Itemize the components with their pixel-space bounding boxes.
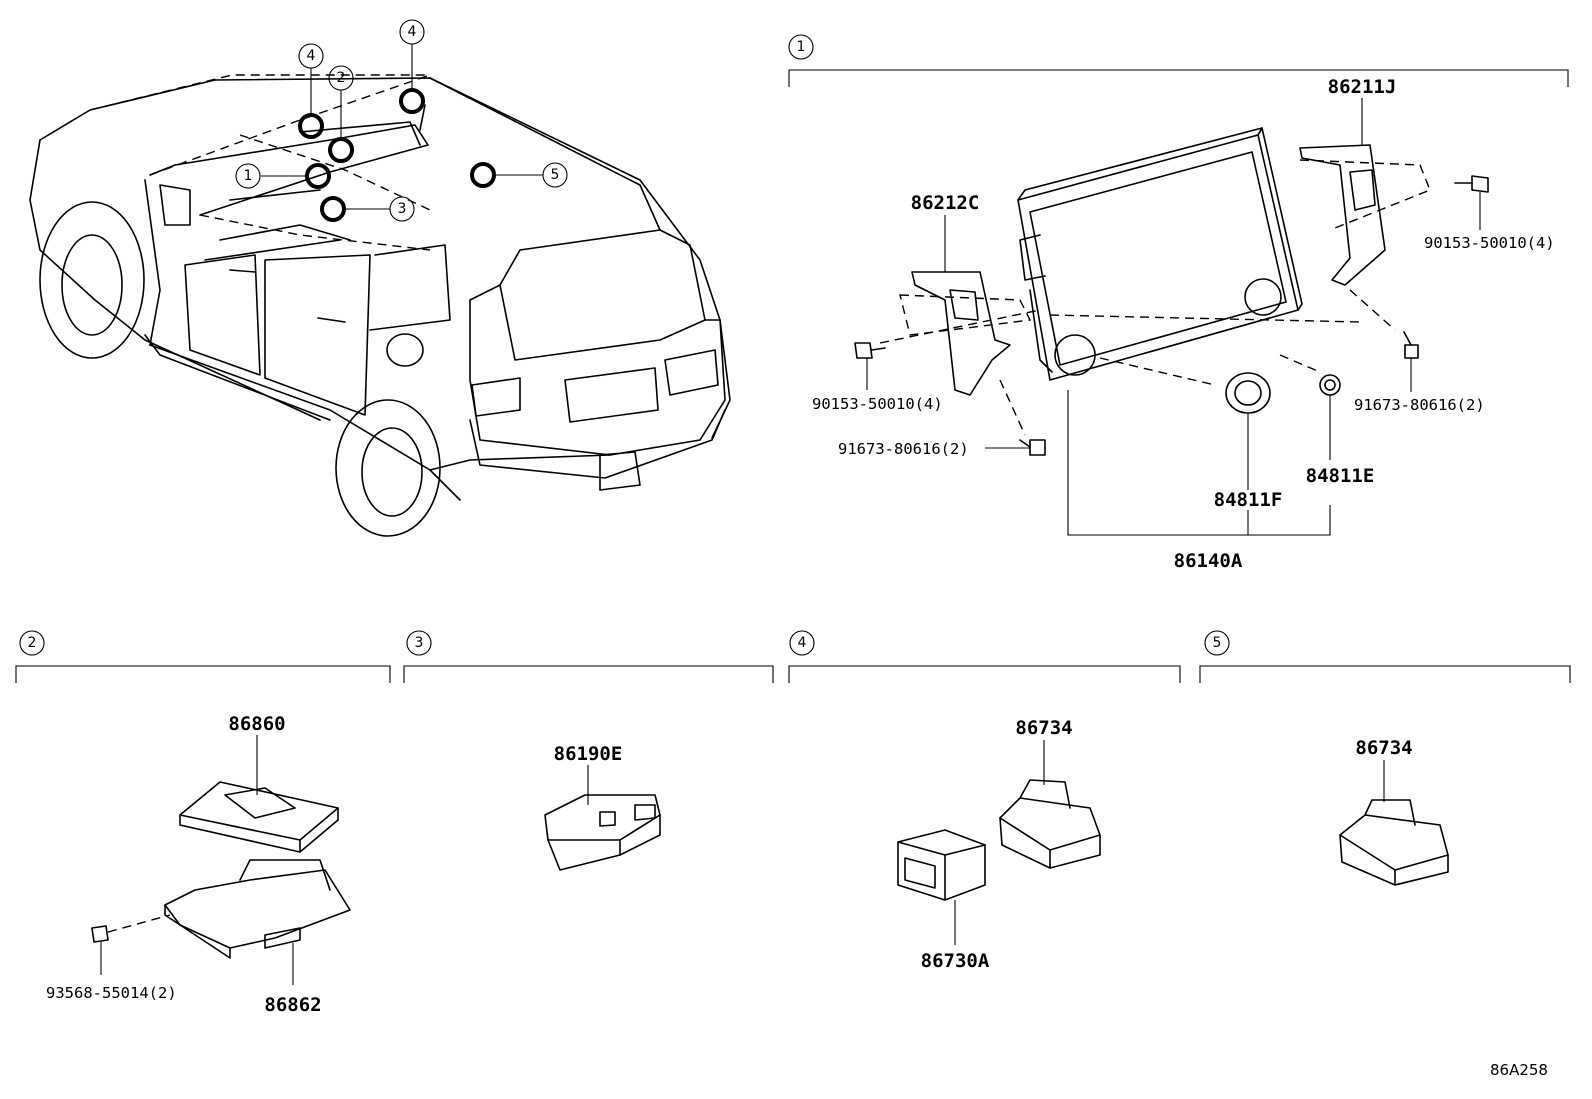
svg-text:5: 5: [551, 167, 560, 183]
label-86862: 86862: [264, 994, 321, 1016]
location-leaders: [261, 44, 543, 210]
module-86730A: [897, 829, 986, 901]
module-86190E: [544, 794, 661, 871]
knob-84811F: [1225, 372, 1271, 414]
screw-left: [1019, 439, 1046, 456]
callout-4b: 4: [399, 19, 425, 45]
module-86734-s4: [999, 779, 1101, 869]
location-ring-4b: [399, 88, 425, 114]
location-ring-4a: [298, 113, 324, 139]
callout-3: 3: [389, 196, 415, 222]
svg-text:5: 5: [1213, 635, 1222, 651]
section-4-header: 4: [788, 630, 1181, 683]
label-86140A: 86140A: [1174, 550, 1243, 572]
svg-text:2: 2: [28, 635, 37, 651]
display-unit: [1017, 127, 1303, 381]
svg-text:4: 4: [307, 48, 316, 64]
svg-text:4: 4: [408, 24, 417, 40]
bolt-left: [854, 342, 886, 359]
callout-4a: 4: [298, 43, 324, 69]
module-86734-s5: [1339, 799, 1449, 886]
section-1-header: 1: [788, 34, 1569, 87]
label-86860: 86860: [228, 713, 285, 735]
svg-text:2: 2: [337, 70, 346, 86]
svg-text:1: 1: [244, 168, 253, 184]
svg-text:3: 3: [415, 635, 424, 651]
screw-93568: [91, 914, 171, 943]
label-84811E: 84811E: [1306, 465, 1375, 487]
svg-text:3: 3: [398, 201, 407, 217]
section-3-header: 3: [403, 630, 774, 683]
label-bolt-left: 90153-50010(4): [812, 395, 943, 413]
svg-text:1: 1: [797, 39, 806, 55]
bracket-86212C: [911, 271, 1011, 396]
knob-84811E: [1319, 374, 1341, 396]
section-3: 3 86190E: [403, 630, 774, 871]
label-bolt-right: 90153-50010(4): [1424, 234, 1555, 252]
label-93568: 93568-55014(2): [46, 984, 177, 1002]
section-4: 4 86734 86730A: [788, 630, 1181, 972]
label-86734-s4: 86734: [1015, 717, 1072, 739]
bolt-right: [1454, 175, 1489, 193]
label-86211J: 86211J: [1328, 76, 1397, 98]
bracket-86862: [164, 859, 351, 959]
section-1: 1: [788, 34, 1569, 572]
bracket-86211J: [1299, 144, 1386, 286]
location-ring-2: [328, 137, 354, 163]
vehicle-callouts: 1 2 3 4 4 5: [235, 19, 568, 222]
label-86730A: 86730A: [921, 950, 990, 972]
label-84811F: 84811F: [1214, 489, 1283, 511]
section-2-header: 2: [15, 630, 391, 683]
label-86190E: 86190E: [554, 743, 623, 765]
svg-text:4: 4: [798, 635, 807, 651]
location-ring-5: [470, 162, 496, 188]
diagram-code: 86A258: [1490, 1061, 1548, 1079]
screw-right: [1403, 331, 1419, 359]
label-screw-right: 91673-80616(2): [1354, 396, 1485, 414]
section-5: 5 86734: [1199, 630, 1571, 886]
label-screw-left: 91673-80616(2): [838, 440, 969, 458]
label-86734-s5: 86734: [1355, 737, 1412, 759]
location-ring-3: [320, 196, 346, 222]
label-86212C: 86212C: [911, 192, 980, 214]
callout-5: 5: [542, 162, 568, 188]
callout-2: 2: [328, 65, 354, 91]
callout-1: 1: [235, 163, 261, 189]
module-86860: [179, 781, 339, 853]
vehicle-illustration: [29, 74, 731, 537]
section-2: 2 86860 86862 93568-55014(2): [15, 630, 391, 1016]
section-5-header: 5: [1199, 630, 1571, 683]
